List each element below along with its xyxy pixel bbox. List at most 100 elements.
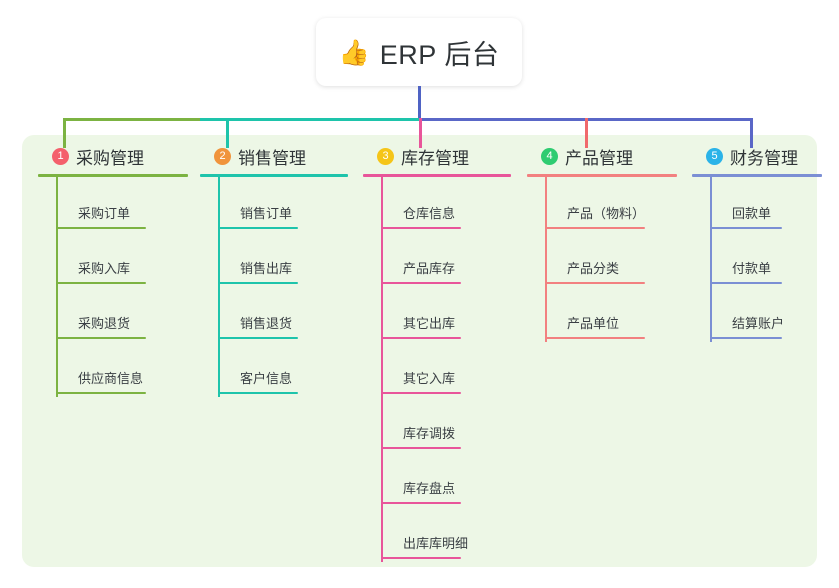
branch-child-underline — [381, 557, 461, 559]
branch-child-underline — [218, 282, 298, 284]
branch-child-label: 产品库存 — [403, 261, 456, 276]
branch-child-item[interactable]: 销售退货 — [218, 287, 348, 342]
branch-child-label: 其它入库 — [403, 371, 456, 386]
branch-child-underline — [381, 392, 461, 394]
branch-children: 采购订单采购入库采购退货供应商信息 — [56, 177, 188, 397]
branch-child-item[interactable]: 结算账户 — [710, 287, 822, 342]
branch-number-badge: 1 — [52, 147, 69, 165]
branch-child-item[interactable]: 仓库信息 — [381, 177, 511, 232]
connector-drop-sales — [226, 118, 229, 148]
branch-child-item[interactable]: 回款单 — [710, 177, 822, 232]
root-node[interactable]: 👍 ERP 后台 — [316, 18, 522, 86]
branch-child-item[interactable]: 采购退货 — [56, 287, 188, 342]
branch-child-label: 采购退货 — [78, 316, 131, 331]
branch-header-3[interactable]: 3 库存管理 — [363, 144, 511, 168]
branch-number-badge: 4 — [541, 147, 558, 165]
branch-number-badge: 5 — [706, 147, 723, 165]
branch-child-underline — [381, 502, 461, 504]
branch-child-item[interactable]: 销售订单 — [218, 177, 348, 232]
branch-children: 回款单付款单结算账户 — [710, 177, 822, 342]
branch-child-item[interactable]: 其它出库 — [381, 287, 511, 342]
branch-children: 销售订单销售出库销售退货客户信息 — [218, 177, 348, 397]
branch-child-label: 其它出库 — [403, 316, 456, 331]
branch-title: 销售管理 — [238, 148, 306, 168]
branch-child-label: 销售退货 — [240, 316, 293, 331]
branch-child-label: 产品（物料） — [567, 206, 646, 221]
connector-drop-purchase — [63, 118, 66, 148]
branch-underline — [363, 174, 511, 177]
branch-child-item[interactable]: 库存盘点 — [381, 452, 511, 507]
branch-child-item[interactable]: 销售出库 — [218, 232, 348, 287]
branch-child-underline — [545, 282, 645, 284]
branch-child-label: 付款单 — [732, 261, 772, 276]
branch-spine — [710, 177, 712, 342]
branch-underline — [692, 174, 822, 177]
branch-child-label: 客户信息 — [240, 371, 293, 386]
branch-child-underline — [56, 337, 146, 339]
branch-child-label: 结算账户 — [732, 316, 785, 331]
branch-underline — [38, 174, 188, 177]
branch-spine — [218, 177, 220, 397]
branch-child-item[interactable]: 产品（物料） — [545, 177, 677, 232]
branch-column-2: 2 销售管理销售订单销售出库销售退货客户信息 — [200, 144, 348, 397]
branch-underline — [527, 174, 677, 177]
connector-bar-teal — [200, 118, 420, 121]
branch-child-underline — [710, 227, 782, 229]
branch-title: 财务管理 — [730, 148, 798, 168]
branch-child-item[interactable]: 采购订单 — [56, 177, 188, 232]
connector-drop-inventory — [419, 118, 422, 148]
branch-child-item[interactable]: 产品分类 — [545, 232, 677, 287]
branch-child-underline — [218, 227, 298, 229]
branch-child-underline — [218, 392, 298, 394]
branch-child-item[interactable]: 其它入库 — [381, 342, 511, 397]
branch-underline — [200, 174, 348, 177]
branch-column-5: 5 财务管理回款单付款单结算账户 — [692, 144, 822, 342]
branch-children: 产品（物料） 产品分类产品单位 — [545, 177, 677, 342]
branch-child-underline — [381, 227, 461, 229]
branch-child-underline — [381, 337, 461, 339]
branch-child-item[interactable]: 客户信息 — [218, 342, 348, 397]
branch-column-1: 1 采购管理采购订单采购入库采购退货供应商信息 — [38, 144, 188, 397]
branch-child-item[interactable]: 产品库存 — [381, 232, 511, 287]
connector-drop-product — [585, 118, 588, 148]
branch-spine — [56, 177, 58, 397]
connector-trunk — [418, 86, 421, 121]
branch-header-2[interactable]: 2 销售管理 — [200, 144, 348, 168]
branch-title: 采购管理 — [76, 148, 144, 168]
branch-child-underline — [545, 227, 645, 229]
thumbs-up-icon: 👍 — [338, 37, 370, 67]
branch-child-underline — [710, 337, 782, 339]
branch-number-badge: 2 — [214, 147, 231, 165]
branch-child-label: 库存盘点 — [403, 481, 456, 496]
branch-child-underline — [56, 392, 146, 394]
branch-spine — [545, 177, 547, 342]
branch-children: 仓库信息产品库存其它出库其它入库库存调拨库存盘点出库库明细 — [381, 177, 511, 562]
branch-header-1[interactable]: 1 采购管理 — [38, 144, 188, 168]
branch-child-item[interactable]: 供应商信息 — [56, 342, 188, 397]
root-title: ERP 后台 — [379, 39, 500, 70]
branch-child-item[interactable]: 出库库明细 — [381, 507, 511, 562]
branch-title: 库存管理 — [401, 148, 469, 168]
branch-child-item[interactable]: 库存调拨 — [381, 397, 511, 452]
branch-header-5[interactable]: 5 财务管理 — [692, 144, 822, 168]
branch-child-label: 库存调拨 — [403, 426, 456, 441]
branch-child-label: 销售出库 — [240, 261, 293, 276]
branch-child-underline — [381, 447, 461, 449]
branch-child-label: 回款单 — [732, 206, 772, 221]
branch-child-item[interactable]: 采购入库 — [56, 232, 188, 287]
branch-child-underline — [56, 227, 146, 229]
branch-child-item[interactable]: 付款单 — [710, 232, 822, 287]
branch-child-label: 仓库信息 — [403, 206, 456, 221]
branch-child-underline — [218, 337, 298, 339]
branch-child-label: 采购订单 — [78, 206, 131, 221]
connector-drop-finance — [750, 118, 753, 148]
branch-number-badge: 3 — [377, 147, 394, 165]
branch-child-label: 出库库明细 — [403, 536, 469, 551]
branch-column-3: 3 库存管理仓库信息产品库存其它出库其它入库库存调拨库存盘点出库库明细 — [363, 144, 511, 562]
branch-child-item[interactable]: 产品单位 — [545, 287, 677, 342]
branch-child-underline — [56, 282, 146, 284]
branch-child-label: 采购入库 — [78, 261, 131, 276]
branch-child-label: 产品分类 — [567, 261, 620, 276]
